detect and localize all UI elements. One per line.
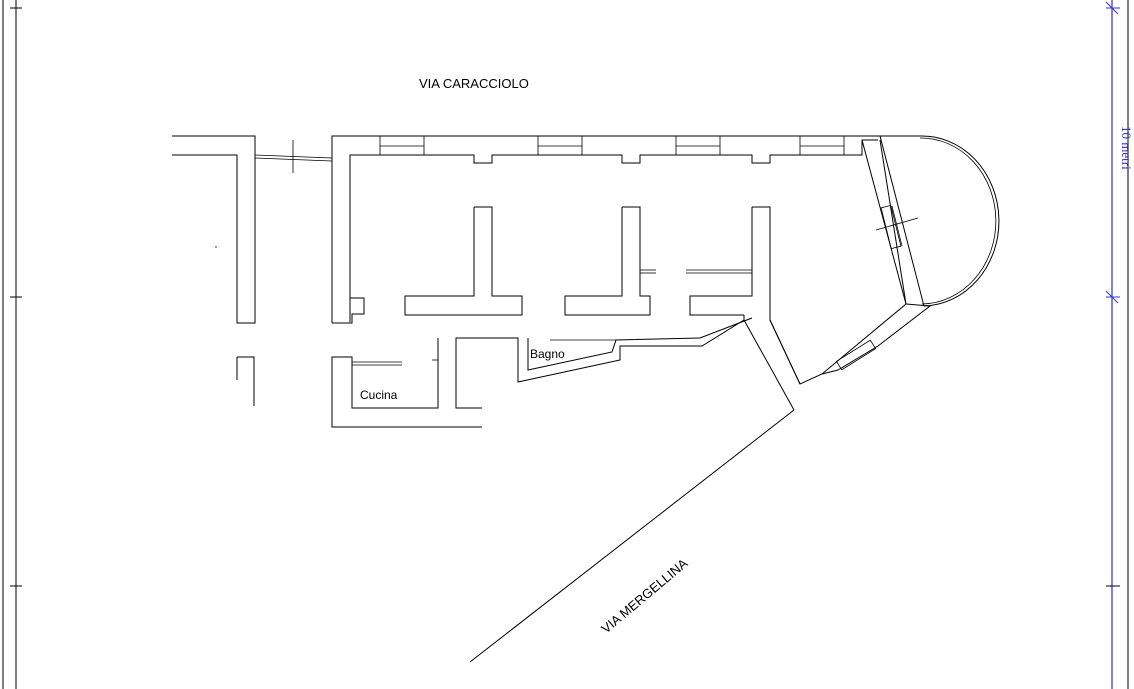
scale-label: 10 metri bbox=[1119, 126, 1134, 170]
left-building bbox=[172, 135, 333, 406]
scale-bar: 10 metri bbox=[1105, 1, 1134, 587]
street-label-caracciolo: VIA CARACCIOLO bbox=[419, 76, 529, 91]
apartment-walls bbox=[215, 135, 1000, 428]
street-line bbox=[469, 409, 795, 663]
room-label-bathroom: Bagno bbox=[530, 347, 565, 361]
street-label-mergellina: VIA MERGELLINA bbox=[598, 555, 690, 636]
room-label-kitchen: Cucina bbox=[360, 388, 398, 402]
